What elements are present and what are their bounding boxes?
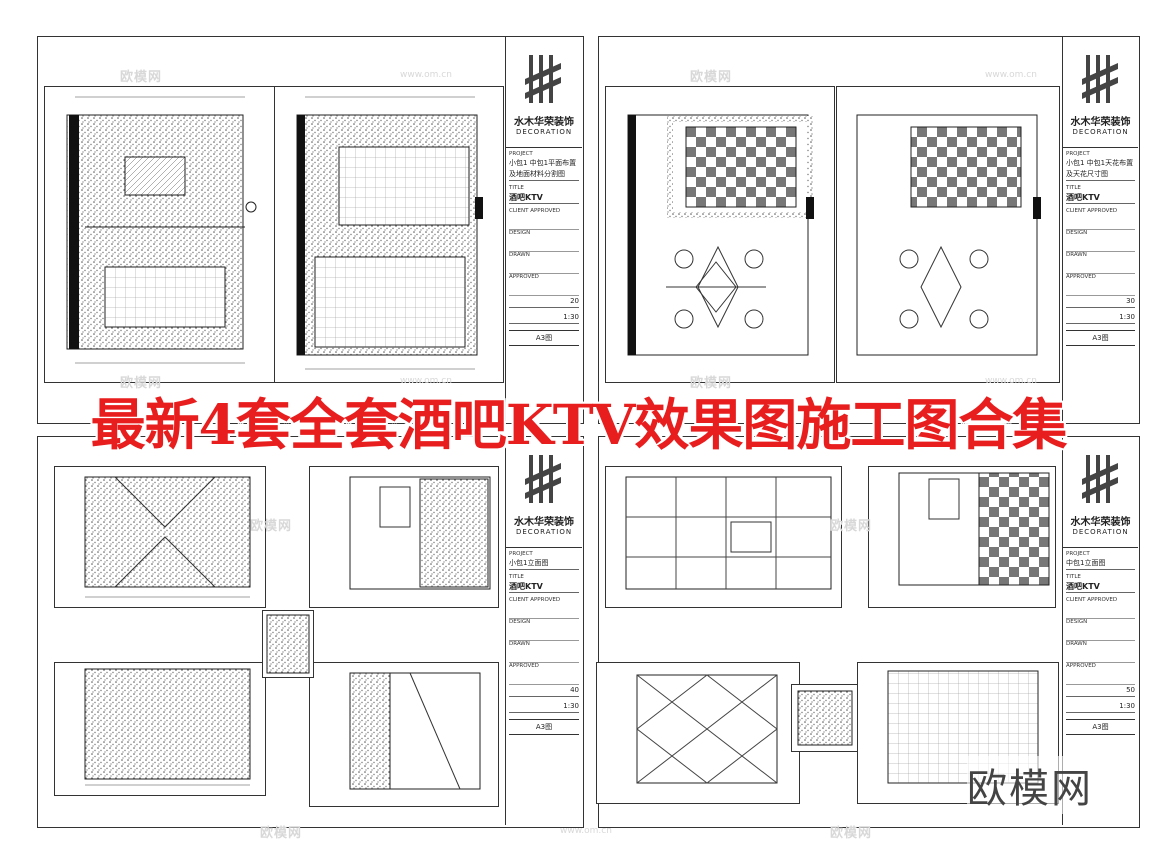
brand-name-en: DECORATION — [515, 127, 573, 136]
elevation-b-small-room — [309, 466, 499, 608]
elevation-c-mid-room — [596, 662, 800, 804]
brand-name-en: DECORATION — [1072, 527, 1129, 536]
no-value: 40 — [509, 685, 579, 697]
design-label: DESIGN — [509, 619, 531, 625]
elevation-b-mid-room — [868, 466, 1056, 608]
brand-name: 水木华荣装饰 — [514, 516, 574, 528]
approved-label: APPROVED — [1066, 274, 1096, 280]
key-plan-small-room — [262, 610, 314, 678]
floor-plan-mid-room — [274, 86, 504, 383]
watermark-url: www.om.cn — [400, 376, 452, 386]
drawn-label: DRAWN — [1066, 252, 1087, 258]
brand-logo-icon — [525, 54, 561, 103]
brand-name: 水木华荣装饰 — [514, 116, 574, 128]
no-value: 30 — [1066, 296, 1135, 308]
project-value: 小包1 中包1天花布置及天花尺寸图 — [1066, 158, 1135, 181]
project-value: 小包1立面图 — [509, 558, 579, 570]
no-value: 50 — [1066, 685, 1135, 697]
brand-name: 水木华荣装饰 — [1070, 516, 1131, 528]
watermark: 欧模网 — [120, 376, 163, 391]
watermark-url: www.om.cn — [985, 70, 1037, 80]
project-label: PROJECT — [509, 151, 533, 157]
project-label: PROJECT — [1066, 551, 1090, 557]
title-value: 酒吧KTV — [509, 581, 579, 593]
key-plan-mid-room — [791, 684, 859, 752]
approved-label: APPROVED — [509, 274, 539, 280]
brand-logo: 水木华荣装饰 DECORATION — [1063, 37, 1138, 148]
no-value: 20 — [509, 296, 579, 308]
title-value: 酒吧KTV — [509, 192, 579, 204]
headline: 最新4套全套酒吧KTV效果图施工图合集 — [90, 392, 1068, 457]
client-label: CLIENT APPROVED — [1066, 597, 1118, 603]
sheet-size: A3图 — [509, 719, 579, 735]
title-label: TITLE — [1066, 185, 1081, 191]
brand-name-en: DECORATION — [515, 527, 573, 536]
watermark: 欧模网 — [260, 826, 303, 841]
elevation-a-small-room — [54, 466, 266, 608]
sheet-size: A3图 — [1066, 330, 1135, 346]
title-block-3: 水木华荣装饰 DECORATION PROJECT 小包1立面图 TITLE 酒… — [505, 437, 582, 825]
client-label: CLIENT APPROVED — [509, 597, 561, 603]
sheet-size: A3图 — [509, 330, 579, 346]
approved-label: APPROVED — [509, 663, 539, 669]
title-value: 酒吧KTV — [1066, 192, 1135, 204]
project-label: PROJECT — [509, 551, 533, 557]
watermark-url: www.om.cn — [560, 826, 612, 836]
scale-value: 1:30 — [1066, 312, 1135, 324]
scale-value: 1:30 — [509, 312, 579, 324]
brand-name: 水木华荣装饰 — [1070, 116, 1131, 128]
scale-value: 1:30 — [509, 701, 579, 713]
ceiling-plan-mid-room — [836, 86, 1060, 383]
watermark: 欧模网 — [690, 70, 733, 85]
watermark-url: www.om.cn — [985, 376, 1037, 386]
title-block-2: 水木华荣装饰 DECORATION PROJECT 小包1 中包1天花布置及天花… — [1062, 37, 1138, 421]
brand-logo: 水木华荣装饰 DECORATION — [1063, 437, 1138, 548]
design-label: DESIGN — [509, 230, 531, 236]
title-value: 酒吧KTV — [1066, 581, 1135, 593]
brand-name-en: DECORATION — [1072, 127, 1129, 136]
watermark: 欧模网 — [830, 826, 873, 841]
brand-logo: 水木华荣装饰 DECORATION — [506, 437, 582, 548]
brand-logo-icon — [1081, 454, 1118, 503]
title-block-1: 水木华荣装饰 DECORATION PROJECT 小包1 中包1平面布置及地面… — [505, 37, 582, 421]
scale-value: 1:30 — [1066, 701, 1135, 713]
drawn-label: DRAWN — [1066, 641, 1087, 647]
drawn-label: DRAWN — [509, 641, 530, 647]
design-label: DESIGN — [1066, 619, 1088, 625]
project-label: PROJECT — [1066, 151, 1090, 157]
brand-logo-icon — [525, 454, 561, 503]
title-label: TITLE — [509, 574, 524, 580]
title-label: TITLE — [509, 185, 524, 191]
project-value: 小包1 中包1平面布置及地面材料分割图 — [509, 158, 579, 181]
approved-label: APPROVED — [1066, 663, 1096, 669]
ceiling-plan-small-room — [605, 86, 835, 383]
sheet-size: A3图 — [1066, 719, 1135, 735]
floor-plan-small-room — [44, 86, 277, 383]
client-label: CLIENT APPROVED — [509, 208, 561, 214]
watermark: 欧模网 — [120, 70, 163, 85]
drawn-label: DRAWN — [509, 252, 530, 258]
design-label: DESIGN — [1066, 230, 1088, 236]
brand-logo-icon — [1081, 54, 1118, 103]
elevation-a-mid-room — [605, 466, 842, 608]
watermark-url: www.om.cn — [400, 70, 452, 80]
brand-logo: 水木华荣装饰 DECORATION — [506, 37, 582, 148]
watermark: 欧模网 — [250, 519, 293, 534]
title-label: TITLE — [1066, 574, 1081, 580]
watermark: 欧模网 — [830, 519, 873, 534]
watermark: 欧模网 — [690, 376, 733, 391]
elevation-d-small-room — [309, 662, 499, 807]
corner-watermark: 欧模网 — [967, 756, 1093, 814]
project-value: 中包1立面图 — [1066, 558, 1135, 570]
client-label: CLIENT APPROVED — [1066, 208, 1118, 214]
elevation-c-small-room — [54, 662, 266, 796]
